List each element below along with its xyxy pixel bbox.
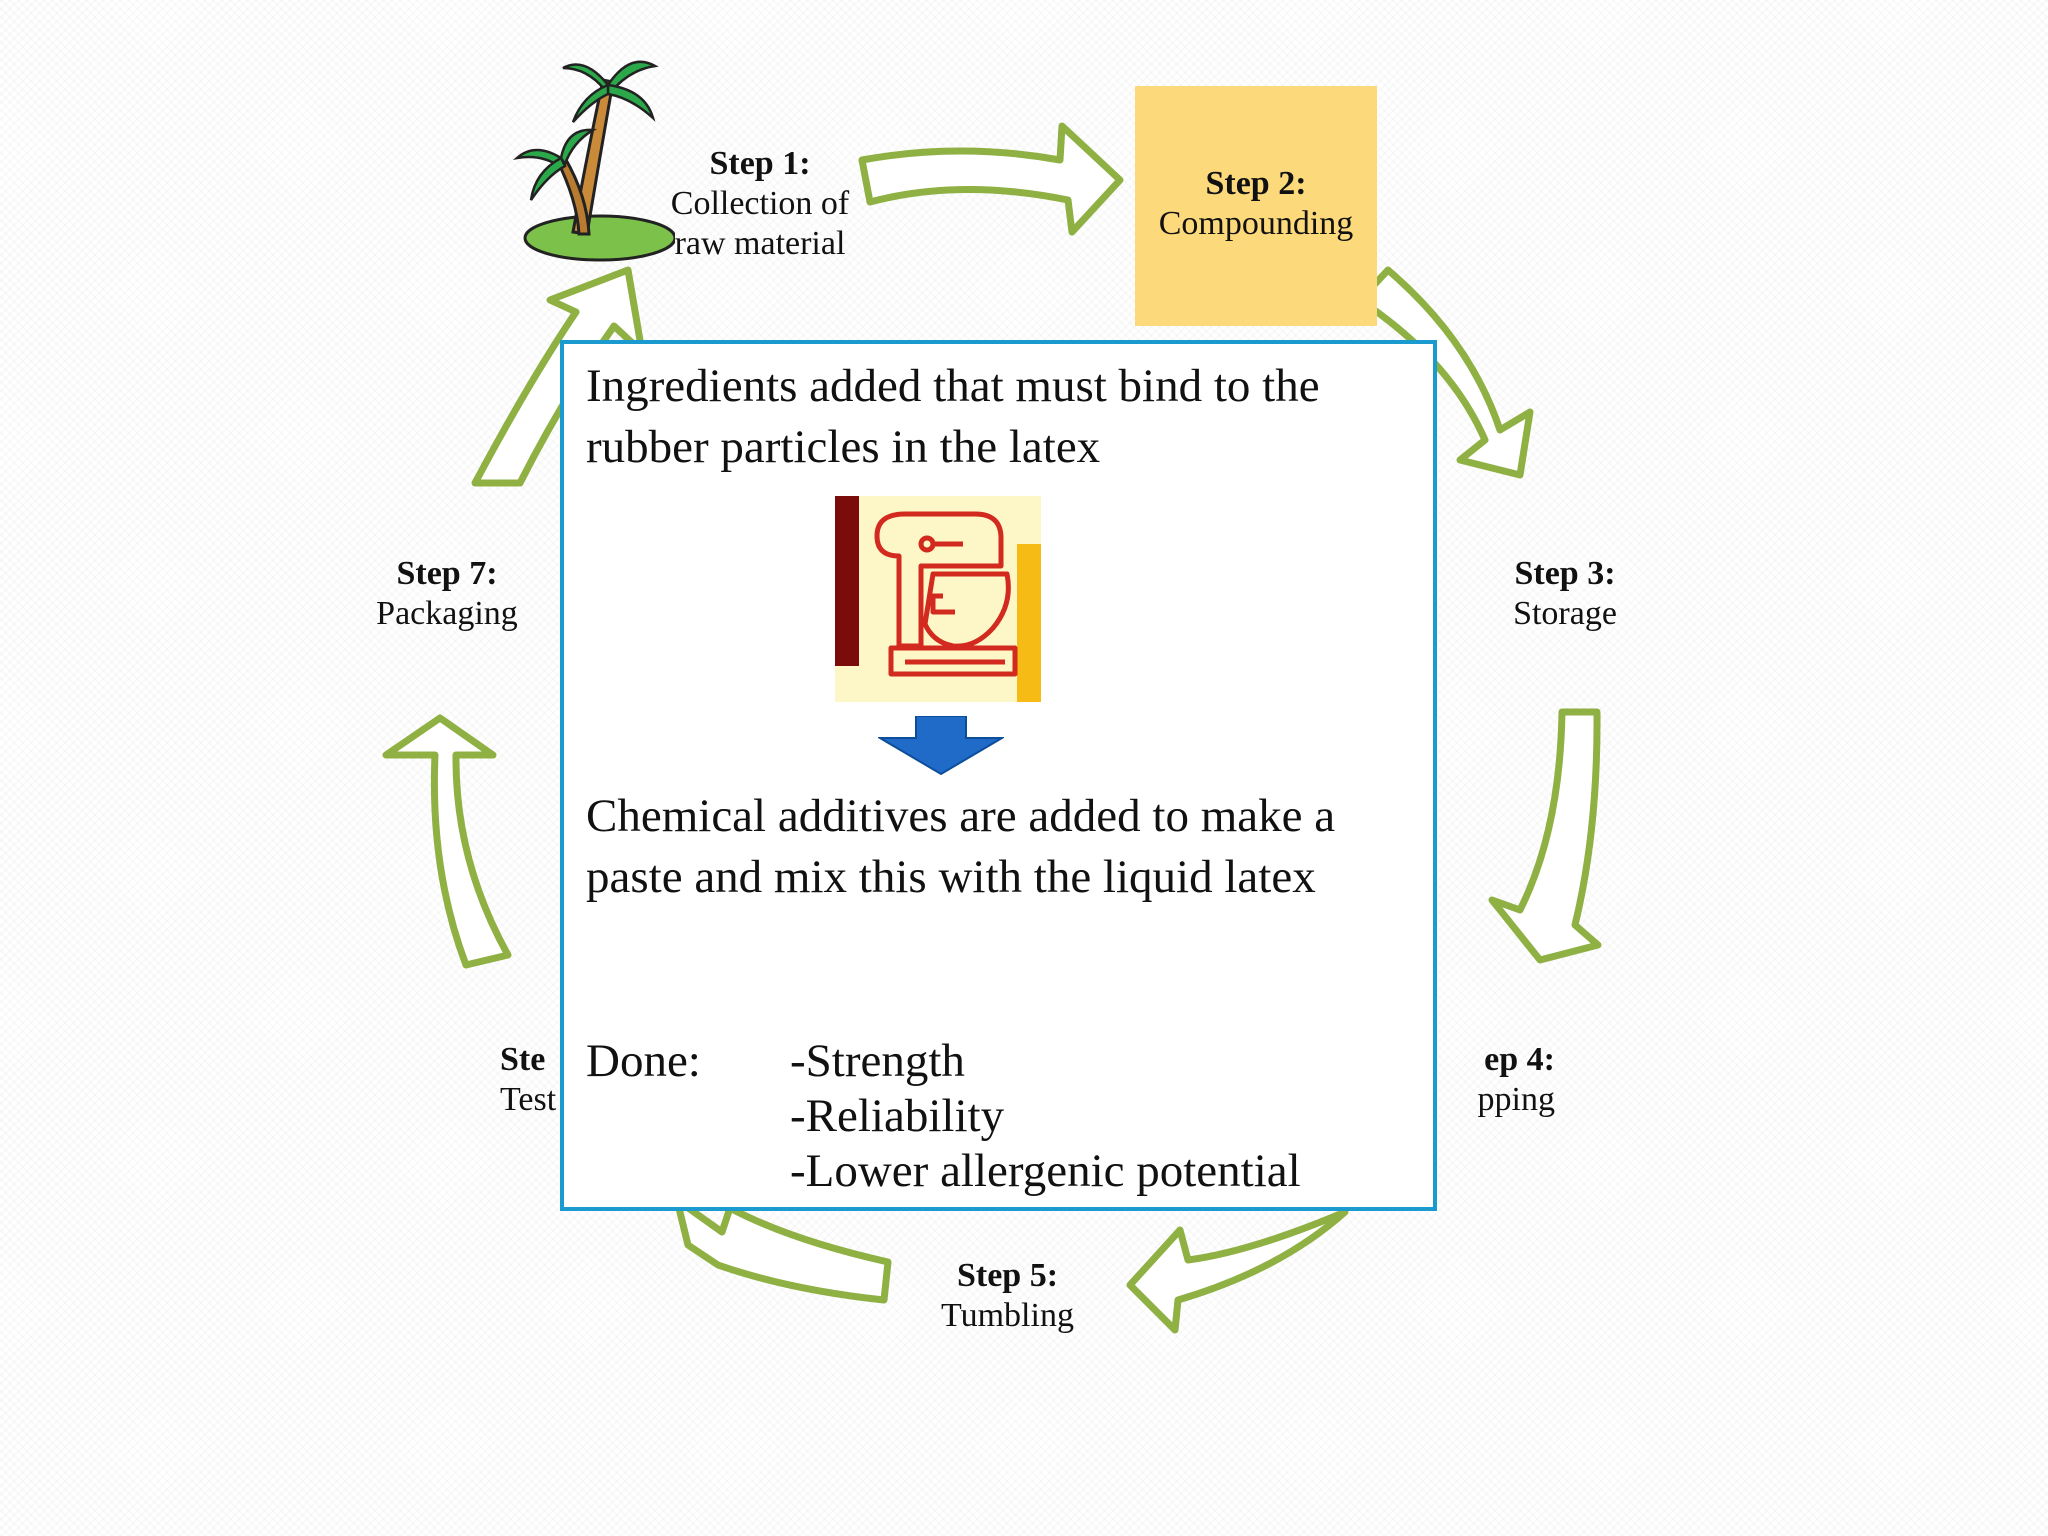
step-7-title: Step 7: [396, 555, 498, 592]
down-arrow-icon [878, 716, 1004, 776]
done-item: -Lower allergenic potential [790, 1145, 1301, 1197]
done-item: -Reliability [790, 1090, 1005, 1142]
step-1-label: Step 1: Collection of raw material [645, 144, 875, 264]
stand-mixer-icon [835, 496, 1041, 702]
step-3-name: Storage [1513, 595, 1617, 632]
curved-arrow-icon [858, 122, 1124, 236]
step-2-title: Step 2: [1205, 165, 1307, 202]
done-item: -Strength [790, 1035, 965, 1087]
step-4-title: ep 4: [1484, 1041, 1555, 1078]
step-4-label: ep 4: pping [1405, 1040, 1555, 1120]
step-2-highlight-box: Step 2: Compounding [1135, 86, 1377, 326]
step-2-label: Step 2: Compounding [1135, 164, 1377, 244]
step-6-name: Test [500, 1081, 557, 1118]
step-2-name: Compounding [1158, 205, 1354, 242]
compounding-detail-popup: Ingredients added that must bind to the … [560, 340, 1437, 1211]
step-1-name-line-1: Collection of [670, 185, 850, 222]
step-5-label: Step 5: Tumbling [910, 1256, 1105, 1336]
step-3-label: Step 3: Storage [1480, 554, 1650, 634]
step-4-name: pping [1477, 1081, 1555, 1118]
curved-arrow-icon [673, 1196, 892, 1304]
curved-arrow-icon [1356, 266, 1534, 479]
step-3-title: Step 3: [1514, 555, 1616, 592]
step-7-label: Step 7: Packaging [362, 554, 532, 634]
done-list: -Strength -Reliability -Lower allergenic… [790, 1034, 1301, 1199]
popup-intro-text: Ingredients added that must bind to the … [586, 360, 1320, 473]
step-1-title: Step 1: [709, 145, 811, 182]
palm-tree-icon [512, 60, 675, 262]
step-5-title: Step 5: [956, 1257, 1059, 1294]
step-6-label: Ste Test [500, 1040, 580, 1120]
step-1-name-line-2: raw material [674, 225, 846, 262]
curved-arrow-icon [471, 266, 646, 487]
popup-detail-text: Chemical additives are added to make a p… [586, 790, 1336, 903]
curved-arrow-icon [1488, 708, 1602, 964]
curved-arrow-icon [1126, 1208, 1349, 1334]
step-5-name: Tumbling [941, 1297, 1074, 1334]
curved-arrow-icon [382, 714, 512, 969]
done-label: Done: [586, 1035, 701, 1087]
step-7-name: Packaging [376, 595, 518, 632]
step-6-title: Ste [500, 1041, 546, 1078]
